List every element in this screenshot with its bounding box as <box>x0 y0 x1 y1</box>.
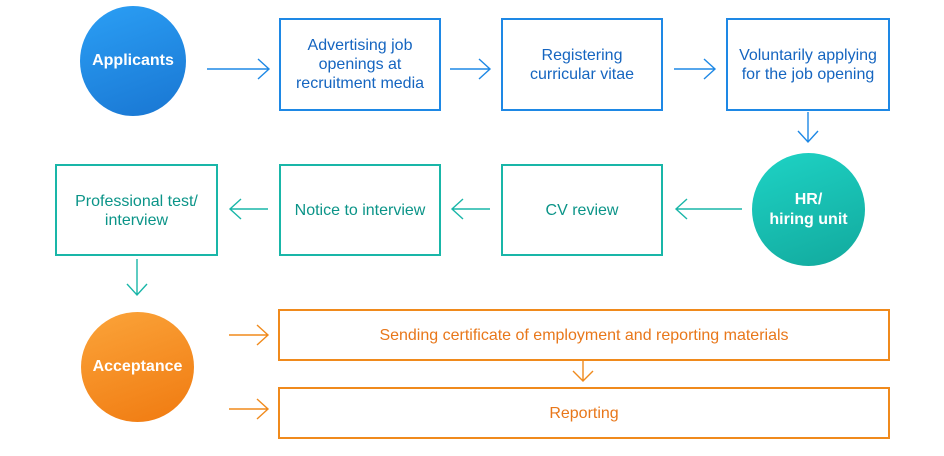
arrow-hr-to-cv-review <box>674 198 742 220</box>
arrow-notice-to-professional <box>228 198 268 220</box>
notice-to-interview-box: Notice to interview <box>279 164 441 256</box>
arrow-professional-to-acceptance <box>126 259 148 297</box>
arrow-acceptance-to-sending <box>229 324 270 346</box>
acceptance-node: Acceptance <box>81 312 194 422</box>
arrow-acceptance-to-reporting <box>229 398 270 420</box>
professional-test-box: Professional test/ interview <box>55 164 218 256</box>
registering-label: Registering curricular vitae <box>529 46 635 83</box>
hr-hiring-unit-node: HR/ hiring unit <box>752 153 865 266</box>
applicants-label: Applicants <box>92 52 174 69</box>
acceptance-label: Acceptance <box>92 358 183 375</box>
arrow-registering-to-applying <box>674 58 717 80</box>
reporting-label: Reporting <box>549 404 619 422</box>
applicants-node: Applicants <box>80 6 186 116</box>
sending-certificate-box: Sending certificate of employment and re… <box>278 309 890 361</box>
arrow-cv-review-to-notice <box>450 198 490 220</box>
advertising-box: Advertising job openings at recruitment … <box>279 18 441 111</box>
notice-to-interview-label: Notice to interview <box>294 201 426 219</box>
advertising-label: Advertising job openings at recruitment … <box>295 37 425 92</box>
arrow-sending-to-reporting <box>572 361 594 382</box>
reporting-box: Reporting <box>278 387 890 439</box>
professional-test-label: Professional test/ interview <box>75 193 198 229</box>
sending-certificate-label: Sending certificate of employment and re… <box>379 326 789 344</box>
cv-review-box: CV review <box>501 164 663 256</box>
arrow-applying-to-hr <box>797 112 819 144</box>
applying-box: Voluntarily applying for the job opening <box>726 18 890 111</box>
hr-hiring-unit-label: HR/ hiring unit <box>769 190 848 228</box>
cv-review-label: CV review <box>545 201 619 219</box>
arrow-advertising-to-registering <box>450 58 492 80</box>
registering-box: Registering curricular vitae <box>501 18 663 111</box>
arrow-applicants-to-advertising <box>207 58 271 80</box>
applying-label: Voluntarily applying for the job opening <box>739 46 877 83</box>
